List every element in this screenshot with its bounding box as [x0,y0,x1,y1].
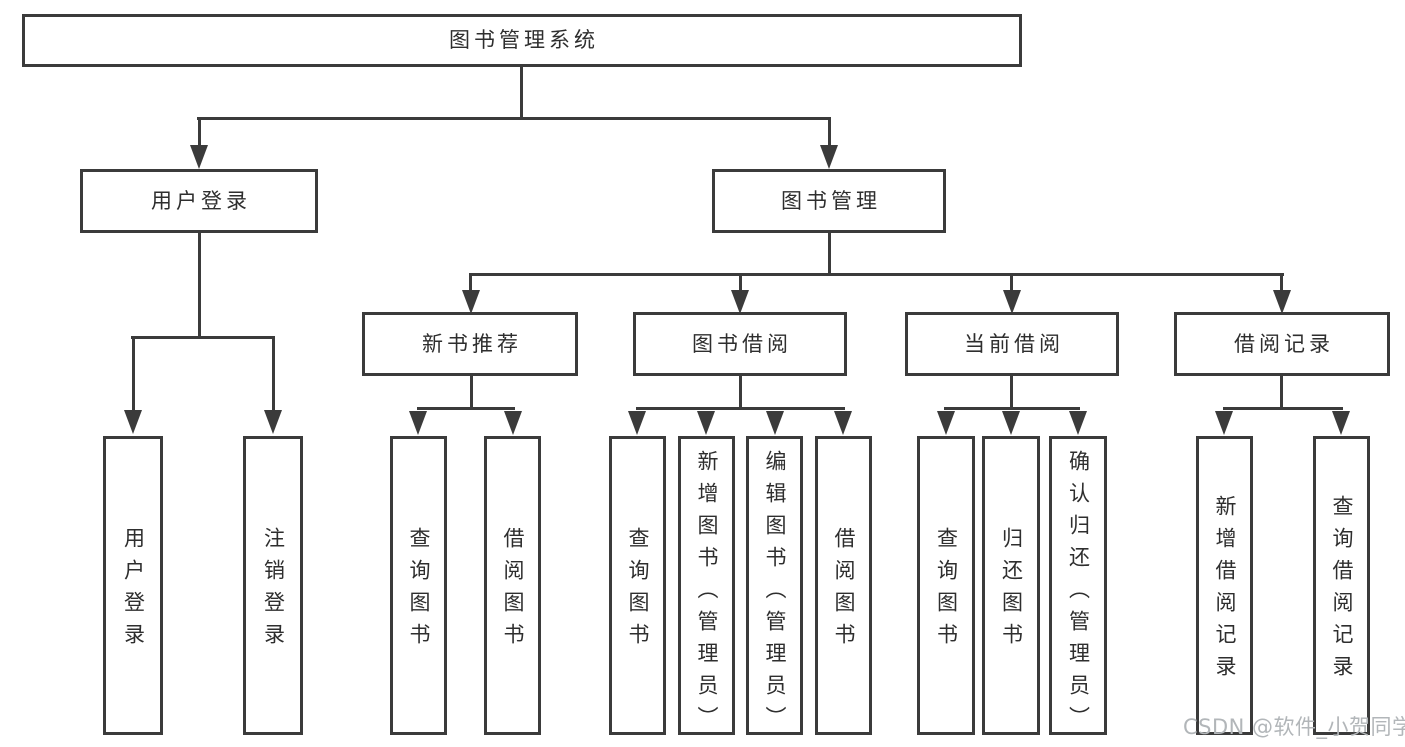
node-leaf-user-login: 用户登录 [103,436,163,735]
node-book-borrowing: 图书借阅 [633,312,847,376]
arrow-down-icon [1332,411,1350,435]
node-leaf-query-books-current: 查询图书 [917,436,975,735]
node-leaf-add-book-admin: 新增图书（管理员） [678,436,735,738]
connector-stem-leaf-user-login [132,336,135,410]
connector-user-login-branch [131,336,274,339]
node-leaf-logout: 注销登录 [243,436,303,735]
arrow-down-icon [264,410,282,434]
arrow-down-icon [834,411,852,435]
connector-stem-user-login [198,117,201,146]
connector-borrow-records-stub [1280,376,1283,407]
node-root-library-system: 图书管理系统 [22,14,1022,67]
arrow-down-icon [1003,290,1021,314]
arrow-down-icon [820,145,838,169]
node-leaf-confirm-return-admin: 确认归还（管理员） [1049,436,1107,738]
connector-stem-borrow-records [1280,276,1283,290]
arrow-down-icon [124,410,142,434]
node-borrowing-records: 借阅记录 [1174,312,1390,376]
node-leaf-add-borrow-record: 新增借阅记录 [1196,436,1253,735]
connector-stem-current-borrow [1010,276,1013,290]
connector-book-mgmt-branch [469,273,1284,276]
node-user-login-group: 用户登录 [80,169,318,233]
arrow-down-icon [628,411,646,435]
node-new-book-recommend: 新书推荐 [362,312,578,376]
arrow-down-icon [1069,411,1087,435]
arrow-down-icon [731,290,749,314]
arrow-down-icon [409,411,427,435]
connector-book-borrow-branch [636,407,845,410]
arrow-down-icon [1002,411,1020,435]
node-book-management-group: 图书管理 [712,169,946,233]
connector-book-mgmt-stub [828,233,831,276]
connector-borrow-records-branch [1223,407,1343,410]
connector-current-borrow-branch [944,407,1080,410]
node-leaf-query-books-recommend: 查询图书 [390,436,447,735]
arrow-down-icon [462,290,480,314]
node-leaf-borrow-books: 借阅图书 [815,436,872,735]
arrow-down-icon [1215,411,1233,435]
csdn-watermark: CSDN @软件_小贺同学 [1183,715,1405,739]
connector-root-stub [520,67,523,117]
connector-stem-leaf-logout [272,336,275,410]
node-leaf-borrow-books-recommend: 借阅图书 [484,436,541,735]
node-leaf-query-borrow-record: 查询借阅记录 [1313,436,1370,735]
connector-book-borrow-stub [739,376,742,407]
arrow-down-icon [1273,290,1291,314]
arrow-down-icon [937,411,955,435]
connector-user-login-stub [198,233,201,336]
connector-root-branch [197,117,831,120]
connector-new-book-rec-stub [470,376,473,407]
connector-stem-book-mgmt [828,117,831,146]
node-leaf-return-book: 归还图书 [982,436,1040,735]
connector-new-book-rec-branch [417,407,515,410]
arrow-down-icon [697,411,715,435]
connector-current-borrow-stub [1010,376,1013,407]
node-current-borrowing: 当前借阅 [905,312,1119,376]
node-leaf-edit-book-admin: 编辑图书（管理员） [746,436,803,738]
arrow-down-icon [190,145,208,169]
node-leaf-query-books-borrow: 查询图书 [609,436,666,735]
connector-stem-new-book-rec [469,276,472,290]
arrow-down-icon [766,411,784,435]
arrow-down-icon [504,411,522,435]
connector-stem-book-borrow [739,276,742,290]
